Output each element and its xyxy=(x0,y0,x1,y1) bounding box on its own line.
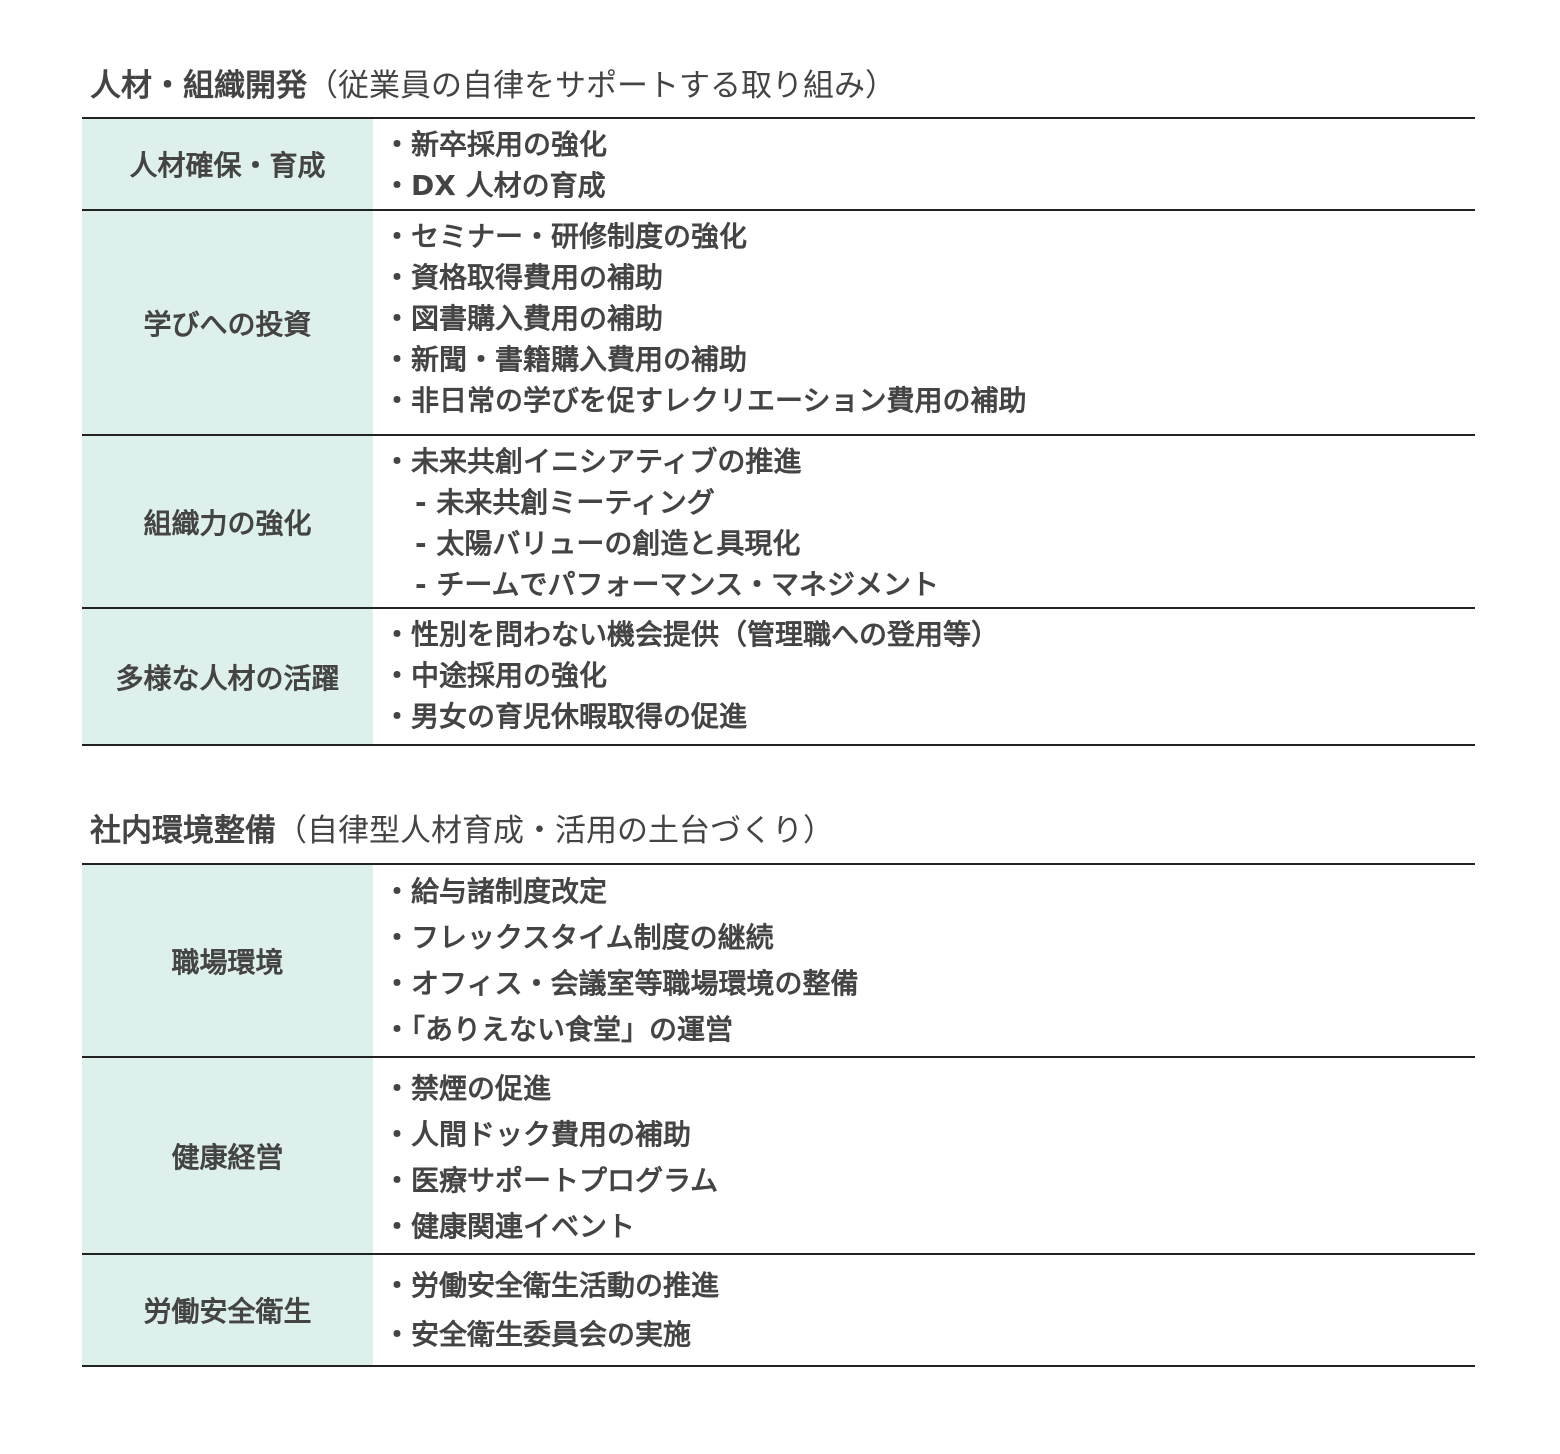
table-row: 多様な人材の活躍 ・性別を問わない機会提供（管理職への登用等） ・中途採用の強化… xyxy=(82,609,1475,746)
row-items: ・セミナー・研修制度の強化 ・資格取得費用の補助 ・図書購入費用の補助 ・新聞・… xyxy=(373,211,1026,434)
row-label: 多様な人材の活躍 xyxy=(82,609,373,744)
list-item: ・安全衛生委員会の実施 xyxy=(383,1318,692,1351)
list-item: ・給与諸制度改定 xyxy=(383,875,608,908)
workplace-environment-table: 職場環境 ・給与諸制度改定 ・フレックスタイム制度の継続 ・オフィス・会議室等職… xyxy=(82,863,1475,1367)
table-row: 学びへの投資 ・セミナー・研修制度の強化 ・資格取得費用の補助 ・図書購入費用の… xyxy=(82,211,1475,436)
row-label: 学びへの投資 xyxy=(82,211,373,434)
table-row: 健康経営 ・禁煙の促進 ・人間ドック費用の補助 ・医療サポートプログラム ・健康… xyxy=(82,1058,1475,1255)
row-items: ・禁煙の促進 ・人間ドック費用の補助 ・医療サポートプログラム ・健康関連イベン… xyxy=(373,1058,718,1253)
list-item: ・オフィス・会議室等職場環境の整備 xyxy=(383,967,859,1000)
list-item: ・新卒採用の強化 xyxy=(383,128,608,161)
row-items: ・新卒採用の強化 ・DX 人材の育成 xyxy=(373,119,607,209)
table-row: 人材確保・育成 ・新卒採用の強化 ・DX 人材の育成 xyxy=(82,119,1475,211)
row-label: 人材確保・育成 xyxy=(82,119,373,209)
row-items: ・未来共創イニシアティブの推進 - 未来共創ミーティング - 太陽バリューの創造… xyxy=(373,436,939,607)
list-item: ・男女の育児休暇取得の促進 xyxy=(383,700,748,733)
list-item: ・資格取得費用の補助 xyxy=(383,261,664,294)
list-item: ・非日常の学びを促すレクリエーション費用の補助 xyxy=(383,384,1027,417)
section-heading: 人材・組織開発 xyxy=(90,68,307,104)
list-item: ・医療サポートプログラム xyxy=(383,1164,719,1197)
list-item: ・禁煙の促進 xyxy=(383,1072,552,1105)
list-item: ・DX 人材の育成 xyxy=(383,169,606,202)
list-item: ・未来共創イニシアティブの推進 xyxy=(383,445,802,478)
list-item: ・健康関連イベント xyxy=(383,1210,636,1243)
section-heading: 社内環境整備 xyxy=(90,813,276,849)
table-row: 組織力の強化 ・未来共創イニシアティブの推進 - 未来共創ミーティング - 太陽… xyxy=(82,436,1475,609)
row-label: 組織力の強化 xyxy=(82,436,373,607)
list-item: ・労働安全衛生活動の推進 xyxy=(383,1269,720,1302)
hr-development-table: 人材確保・育成 ・新卒採用の強化 ・DX 人材の育成 学びへの投資 ・セミナー・… xyxy=(82,117,1475,746)
table-row: 労働安全衛生 ・労働安全衛生活動の推進 ・安全衛生委員会の実施 xyxy=(82,1255,1475,1367)
list-item: ・図書購入費用の補助 xyxy=(383,302,664,335)
section-title-environment: 社内環境整備（自律型人材育成・活用の土台づくり） xyxy=(90,811,834,851)
list-item: ・新聞・書籍購入費用の補助 xyxy=(383,343,748,376)
section-subtitle: （自律型人材育成・活用の土台づくり） xyxy=(276,813,834,849)
row-items: ・給与諸制度改定 ・フレックスタイム制度の継続 ・オフィス・会議室等職場環境の整… xyxy=(373,865,858,1056)
section-subtitle: （従業員の自律をサポートする取り組み） xyxy=(307,68,896,104)
list-item: ・中途採用の強化 xyxy=(383,659,608,692)
row-label: 健康経営 xyxy=(82,1058,373,1253)
sub-list-item: - チームでパフォーマンス・マネジメント xyxy=(415,568,939,601)
row-items: ・労働安全衛生活動の推進 ・安全衛生委員会の実施 xyxy=(373,1255,719,1365)
section-title-hr: 人材・組織開発（従業員の自律をサポートする取り組み） xyxy=(90,66,896,106)
row-items: ・性別を問わない機会提供（管理職への登用等） ・中途採用の強化 ・男女の育児休暇… xyxy=(373,609,999,744)
list-item: ・セミナー・研修制度の強化 xyxy=(383,220,748,253)
sub-list-item: - 未来共創ミーティング xyxy=(415,486,715,519)
sub-list-item: - 太陽バリューの創造と具現化 xyxy=(415,527,801,560)
list-item: ・人間ドック費用の補助 xyxy=(383,1118,692,1151)
list-item: ・フレックスタイム制度の継続 xyxy=(383,921,774,954)
table-row: 職場環境 ・給与諸制度改定 ・フレックスタイム制度の継続 ・オフィス・会議室等職… xyxy=(82,865,1475,1058)
list-item: ・「ありえない食堂」の運営 xyxy=(383,1013,734,1046)
row-label: 職場環境 xyxy=(82,865,373,1056)
row-label: 労働安全衛生 xyxy=(82,1255,373,1365)
list-item: ・性別を問わない機会提供（管理職への登用等） xyxy=(383,618,1000,651)
